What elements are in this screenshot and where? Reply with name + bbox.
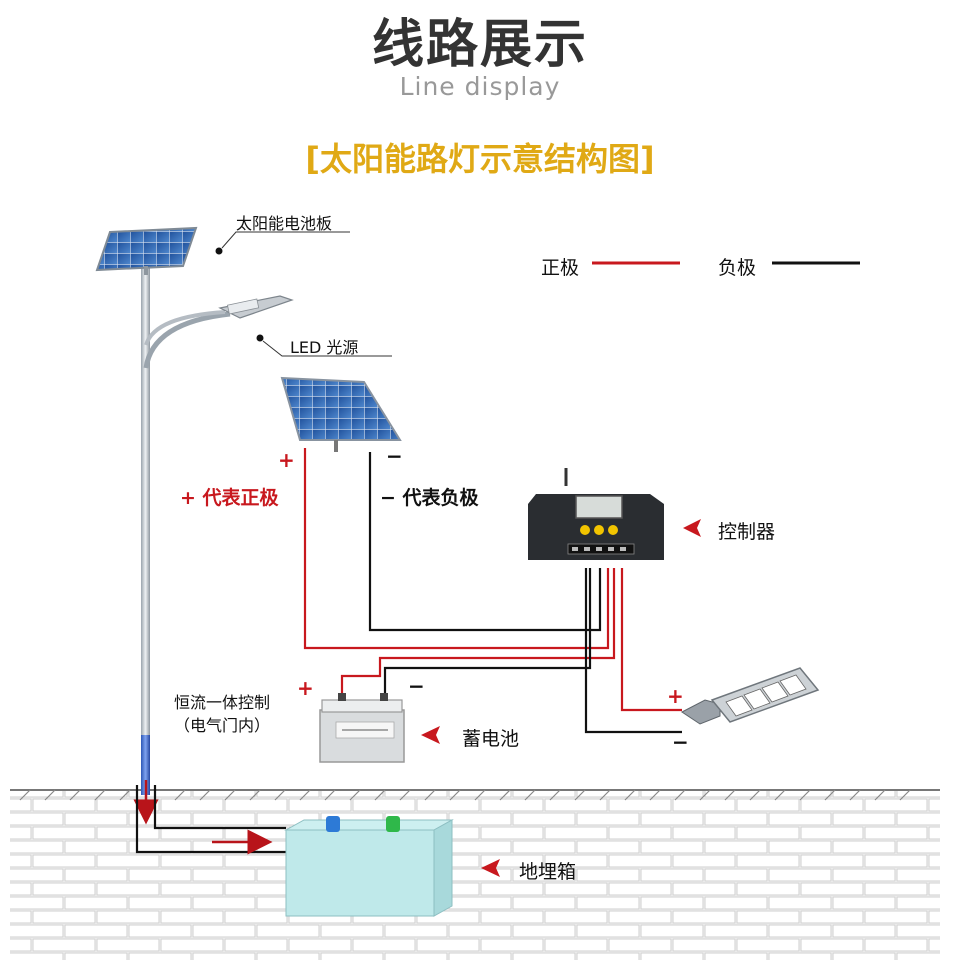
wiring <box>135 448 682 855</box>
battery-label: 蓄电池 <box>462 728 520 750</box>
pointer-arrow-icon <box>683 519 701 537</box>
street-lamp-icon <box>95 226 294 825</box>
battery-icon <box>319 693 405 763</box>
constant-current-label: 恒流一体控制 <box>174 693 271 712</box>
battery-plus-sign: + <box>297 676 314 700</box>
page-title: 线路展示 <box>371 15 588 75</box>
lamp-minus-sign: − <box>672 730 689 754</box>
callout-solar-panel <box>215 231 350 255</box>
legend-negative-label: 负极 <box>718 257 757 279</box>
buried-box-icon <box>284 816 454 917</box>
led-lamp-icon <box>681 667 820 725</box>
minus-meaning-label: − 代表负极 <box>380 487 479 509</box>
electrical-door-label: （电气门内） <box>174 716 271 735</box>
panel-minus-sign: − <box>386 444 403 468</box>
callout-led-source <box>256 334 392 357</box>
ground-brick-wall <box>10 789 940 960</box>
controller-label: 控制器 <box>718 521 776 543</box>
buried-box-label: 地埋箱 <box>519 861 577 883</box>
page-subtitle: Line display <box>399 72 561 101</box>
pointer-arrow-icon <box>481 859 500 877</box>
solar-panel-icon <box>280 376 402 452</box>
lamp-plus-sign: + <box>667 684 684 708</box>
pointer-arrow-icon <box>421 726 440 744</box>
plus-meaning-label: + 代表正极 <box>180 487 279 509</box>
controller-icon <box>528 468 664 560</box>
solar-panel-label: 太阳能电池板 <box>236 214 333 233</box>
led-source-label: LED 光源 <box>290 338 359 357</box>
diagram-heading: [太阳能路灯示意结构图] <box>305 140 655 178</box>
battery-minus-sign: − <box>408 674 425 698</box>
panel-plus-sign: + <box>278 448 295 472</box>
legend-positive-label: 正极 <box>541 257 580 279</box>
